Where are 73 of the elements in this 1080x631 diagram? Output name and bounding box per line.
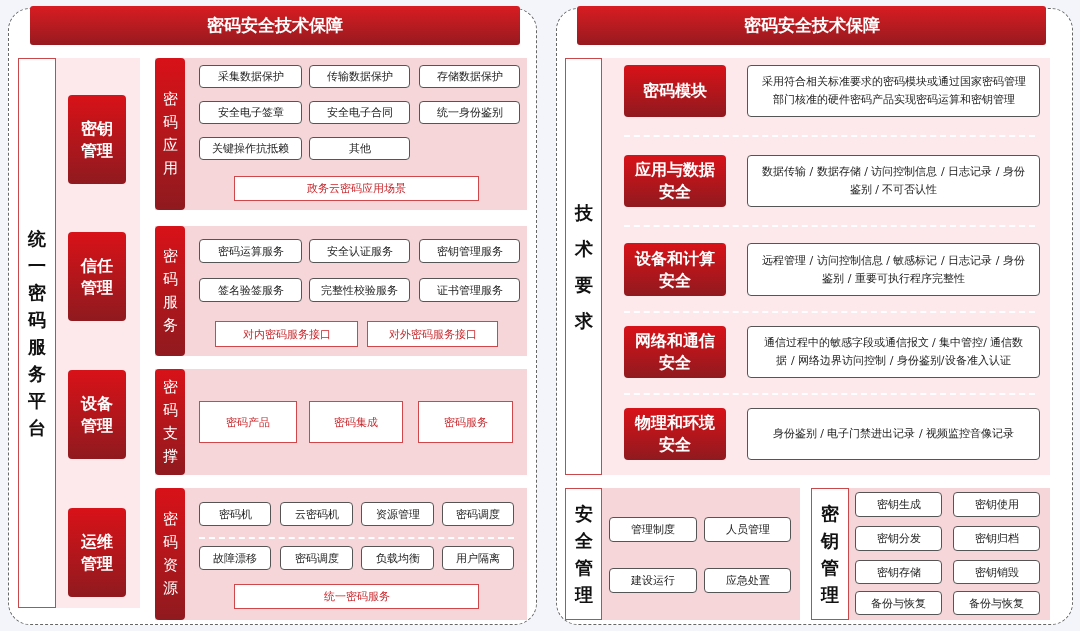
section-label: 密码服务 — [155, 226, 185, 356]
item-box: 采集数据保护 — [199, 65, 302, 88]
platform-box: 统一密码服务平台 — [18, 58, 56, 608]
description-box: 数据传输 / 数据存储 / 访问控制信息 / 日志记录 / 身份鉴别 / 不可否认性 — [747, 155, 1040, 207]
item-box: 密码调度 — [442, 502, 514, 526]
management-label: 安全管理 — [565, 488, 602, 620]
item-box: 云密码机 — [280, 502, 353, 526]
management-band — [849, 488, 1050, 620]
item-box: 其他 — [309, 137, 410, 160]
category-box: 设备和计算安全 — [624, 243, 726, 296]
item-box: 安全电子合同 — [309, 101, 410, 124]
description-box: 采用符合相关标准要求的密码模块或通过国家密码管理部门核准的硬件密码产品实现密码运算和密钥管理 — [747, 65, 1040, 117]
category-box: 应用与数据安全 — [624, 155, 726, 207]
section-label: 密码应用 — [155, 58, 185, 210]
item-box: 密码调度 — [280, 546, 353, 570]
category-box: 运维管理 — [68, 508, 126, 597]
item-box: 人员管理 — [704, 517, 791, 542]
interface-box: 对内密码服务接口 — [215, 321, 358, 347]
category-box: 物理和环境安全 — [624, 408, 726, 460]
requirement-label: 技术要求 — [565, 58, 602, 475]
item-box: 用户隔离 — [442, 546, 514, 570]
management-band — [602, 488, 800, 620]
support-box: 密码集成 — [309, 401, 403, 443]
item-box: 关键操作抗抵赖 — [199, 137, 302, 160]
requirement-band — [602, 58, 1050, 475]
item-box: 建设运行 — [609, 568, 697, 593]
item-box: 传输数据保护 — [309, 65, 410, 88]
item-box: 应急处置 — [704, 568, 791, 593]
item-box: 存储数据保护 — [419, 65, 520, 88]
item-box: 密钥销毁 — [953, 560, 1040, 584]
item-box: 签名验签服务 — [199, 278, 302, 302]
management-label: 密钥管理 — [811, 488, 849, 620]
title-bar: 密码安全技术保障 — [577, 6, 1046, 45]
item-box: 密钥归档 — [953, 526, 1040, 551]
item-box: 负载均衡 — [361, 546, 434, 570]
item-box: 安全电子签章 — [199, 101, 302, 124]
section-label: 密码支撑 — [155, 369, 185, 475]
description-box: 身份鉴别 / 电子门禁进出记录 / 视频监控音像记录 — [747, 408, 1040, 460]
item-box: 证书管理服务 — [419, 278, 520, 302]
item-box: 统一身份鉴别 — [419, 101, 520, 124]
section-band — [155, 488, 527, 620]
section-band — [155, 369, 527, 475]
item-box: 备份与恢复 — [953, 591, 1040, 615]
category-box: 网络和通信安全 — [624, 326, 726, 378]
section-label: 密码资源 — [155, 488, 185, 620]
interface-box: 对外密码服务接口 — [367, 321, 498, 347]
category-box: 密码模块 — [624, 65, 726, 117]
item-box: 密钥管理服务 — [419, 239, 520, 263]
item-box: 备份与恢复 — [855, 591, 942, 615]
description-box: 远程管理 / 访问控制信息 / 敏感标记 / 日志记录 / 身份鉴别 / 重要可执行程序完整性 — [747, 243, 1040, 296]
category-box: 密钥管理 — [68, 95, 126, 184]
item-box: 密钥分发 — [855, 526, 942, 551]
category-box: 设备管理 — [68, 370, 126, 459]
item-box: 管理制度 — [609, 517, 697, 542]
description-box: 通信过程中的敏感字段或通信报文 / 集中管控/ 通信数据 / 网络边界访问控制 / 身份鉴别/设备准入认证 — [747, 326, 1040, 378]
section-band — [155, 226, 527, 356]
item-box: 密钥使用 — [953, 492, 1040, 517]
service-box: 统一密码服务 — [234, 584, 479, 609]
section-band — [155, 58, 527, 210]
support-box: 密码产品 — [199, 401, 297, 443]
item-box: 完整性校验服务 — [309, 278, 410, 302]
support-box: 密码服务 — [418, 401, 513, 443]
item-box: 密钥存储 — [855, 560, 942, 584]
item-box: 资源管理 — [361, 502, 434, 526]
title-bar: 密码安全技术保障 — [30, 6, 520, 45]
column-band — [56, 58, 140, 608]
item-box: 安全认证服务 — [309, 239, 410, 263]
item-box: 密钥生成 — [855, 492, 942, 517]
item-box: 故障漂移 — [199, 546, 271, 570]
scenario-box: 政务云密码应用场景 — [234, 176, 479, 201]
category-box: 信任管理 — [68, 232, 126, 321]
item-box: 密码运算服务 — [199, 239, 302, 263]
item-box: 密码机 — [199, 502, 271, 526]
